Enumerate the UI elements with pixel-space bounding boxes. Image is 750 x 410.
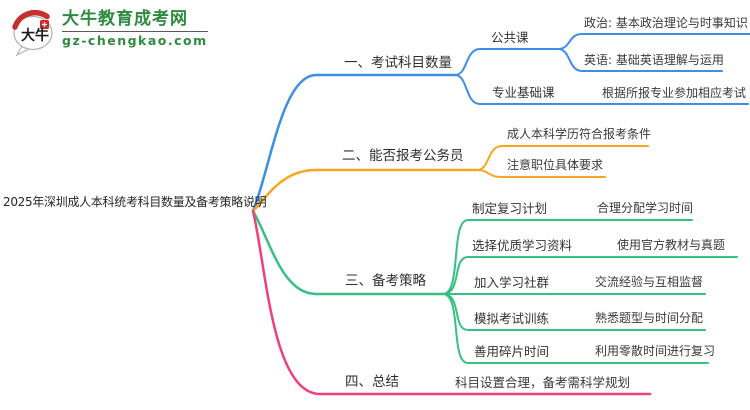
link-branch2-position-req bbox=[476, 169, 606, 178]
node-study-plan-leaf: 合理分配学习时间 bbox=[597, 201, 694, 215]
link-branch3-spare-time bbox=[442, 293, 709, 364]
link-root-branch3 bbox=[251, 209, 445, 296]
branch1-title: 一、考试科目数量 bbox=[344, 55, 452, 71]
link-branch1-public-courses bbox=[454, 48, 559, 76]
node-materials: 选择优质学习资料 bbox=[472, 238, 573, 253]
node-community: 加入学习社群 bbox=[474, 275, 550, 290]
node-community-leaf: 交流经验与互相监督 bbox=[595, 275, 704, 289]
node-major-basic-course: 专业基础课 bbox=[492, 85, 555, 100]
link-branch2-eligible bbox=[476, 145, 649, 171]
node-study-plan: 制定复习计划 bbox=[472, 201, 548, 216]
branch4-title: 四、总结 bbox=[345, 374, 399, 390]
node-position-req-leaf: 注意职位具体要求 bbox=[507, 158, 604, 172]
link-public-politics bbox=[557, 33, 750, 50]
daniu-logo-icon: 大牛 bbox=[12, 9, 53, 56]
node-public-courses: 公共课 bbox=[491, 30, 529, 45]
svg-text:大牛: 大牛 bbox=[21, 27, 49, 44]
node-mock-exam: 模拟考试训练 bbox=[474, 311, 550, 326]
node-politics-leaf: 政治: 基本政治理论与时事知识 bbox=[584, 16, 748, 30]
site-logo: 大牛 大牛教育成考网 gz-chengkao.com bbox=[10, 8, 208, 56]
link-root-branch1 bbox=[251, 73, 457, 213]
node-english-leaf: 英语: 基础英语理解与运用 bbox=[584, 53, 724, 67]
node-eligible-leaf: 成人本科学历符合报考条件 bbox=[507, 127, 652, 141]
link-public-english bbox=[557, 48, 723, 72]
node-spare-time: 善用碎片时间 bbox=[474, 344, 550, 359]
logo-subtitle: gz-chengkao.com bbox=[62, 31, 208, 48]
link-branch1-major-course bbox=[454, 74, 749, 105]
node-spare-time-leaf: 利用零散时间进行复习 bbox=[595, 344, 716, 358]
logo-title: 大牛教育成考网 bbox=[62, 9, 188, 29]
link-branch3-materials bbox=[442, 256, 738, 295]
link-branch3-plan bbox=[442, 219, 693, 295]
link-root-branch4 bbox=[251, 209, 652, 396]
link-root-branch2 bbox=[251, 168, 479, 213]
node-mock-exam-leaf: 熟悉题型与时间分配 bbox=[595, 311, 704, 325]
node-major-exam-leaf: 根据所报专业参加相应考试 bbox=[602, 86, 747, 100]
branch2-title: 二、能否报考公务员 bbox=[342, 148, 464, 164]
branch3-title: 三、备考策略 bbox=[345, 273, 426, 289]
node-summary-leaf: 科目设置合理，备考需科学规划 bbox=[455, 375, 631, 390]
root-node: 2025年深圳成人本科统考科目数量及备考策略说明 bbox=[3, 195, 267, 209]
node-materials-leaf: 使用官方教材与真题 bbox=[617, 238, 726, 252]
